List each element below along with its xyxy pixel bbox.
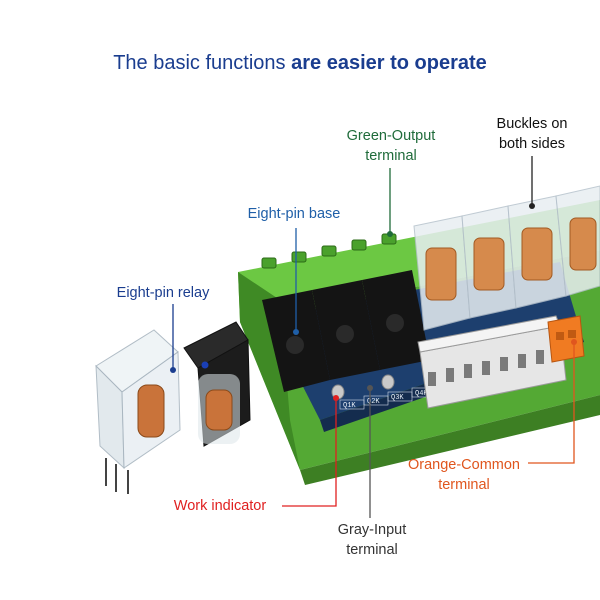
orange-common-terminal bbox=[547, 315, 585, 363]
label-orange-common-terminal: Orange-Common terminal bbox=[407, 457, 520, 493]
label-eight-pin-base: Eight-pin base bbox=[247, 206, 341, 222]
leader-lines bbox=[170, 156, 577, 518]
loose-relays bbox=[95, 321, 251, 494]
leader-orange-common bbox=[528, 344, 575, 464]
gray-input-terminal-block bbox=[417, 315, 567, 409]
label-gray-input-terminal: Gray-Input terminal bbox=[337, 522, 407, 558]
label-eight-pin-relay: Eight-pin relay bbox=[116, 285, 210, 301]
headline: The basic functions are easier to operat… bbox=[0, 52, 600, 75]
board-code-4: Q4K bbox=[415, 390, 428, 398]
headline-part-2: are easier to operate bbox=[291, 52, 487, 74]
label-buckles: Buckles on both sides bbox=[496, 116, 568, 152]
mounted-relays bbox=[413, 185, 600, 331]
eight-pin-bases bbox=[262, 270, 430, 392]
label-green-output-terminal: Green-Output terminal bbox=[346, 128, 436, 164]
label-work-indicator: Work indicator bbox=[173, 498, 267, 514]
headline-part-1: The basic functions bbox=[113, 52, 286, 74]
board-code-labels: Q1K Q2K Q3K Q4K bbox=[339, 387, 437, 410]
board-code-1: Q1K bbox=[343, 402, 356, 410]
board-code-2: Q2K bbox=[367, 398, 380, 406]
leader-work-indicator bbox=[282, 400, 337, 507]
board-code-3: Q3K bbox=[391, 394, 404, 402]
